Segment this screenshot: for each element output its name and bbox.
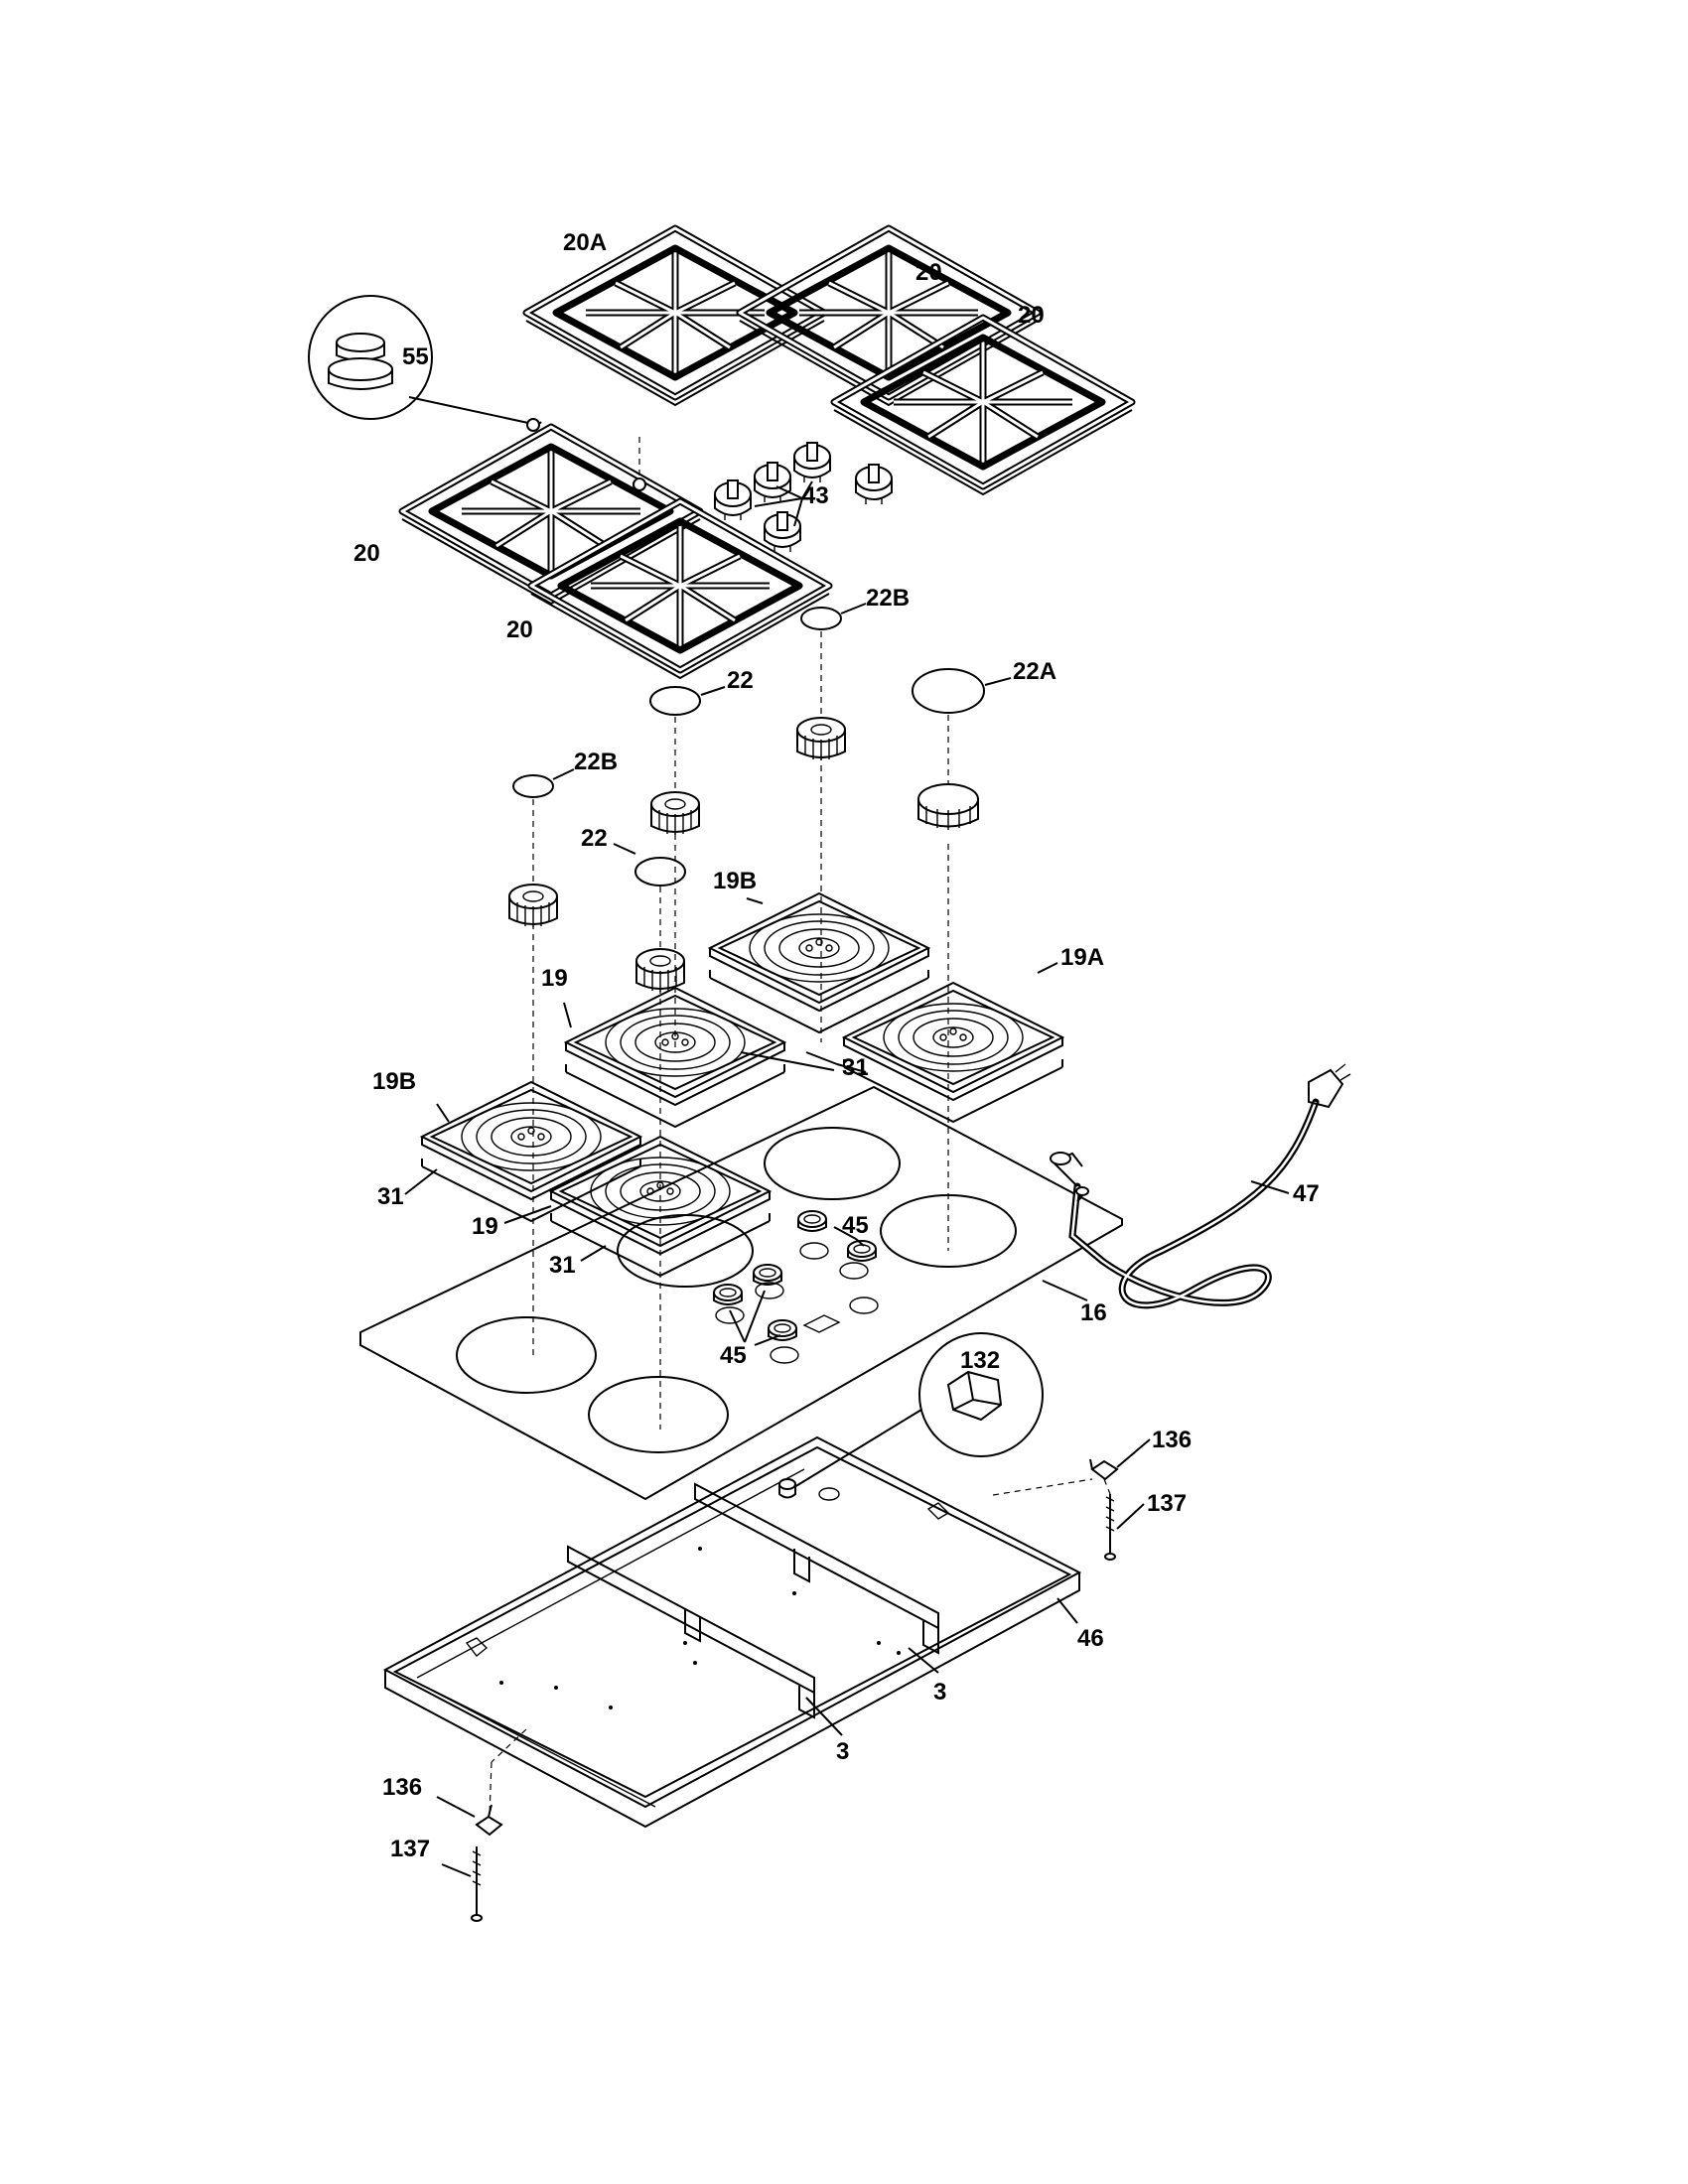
callout-3-left: 3 [836, 1738, 849, 1765]
screw-137-left [441, 1846, 483, 1922]
power-cord-icon [1068, 1098, 1320, 1309]
callout-43: 43 [802, 482, 829, 509]
callout-137-right: 137 [1147, 1490, 1187, 1517]
burner-head-22A [917, 783, 979, 830]
callout-45-bottom: 45 [720, 1342, 747, 1369]
callout-22: 22 [727, 667, 754, 694]
callout-22B-left: 22B [574, 749, 618, 775]
bracket-136-right [1089, 1438, 1151, 1481]
callout-19B-top: 19B [713, 868, 757, 894]
callout-20-top2: 20 [1018, 302, 1045, 329]
callout-137-left: 137 [390, 1836, 430, 1862]
bracket-136-left [436, 1796, 503, 1837]
drip-pan-icon [421, 1081, 641, 1222]
detail-circle-55 [308, 295, 529, 424]
burner-cap-22A [912, 668, 1012, 714]
callout-47: 47 [1293, 1180, 1320, 1207]
callout-20-left1: 20 [353, 540, 380, 567]
callout-19B-left: 19B [372, 1068, 416, 1095]
control-knob-icon [754, 462, 791, 503]
callout-55: 55 [402, 343, 429, 370]
burner-head-icon [796, 717, 846, 761]
burner-cap-22B-left [512, 768, 575, 798]
callout-132: 132 [960, 1347, 1000, 1374]
callout-31-right: 31 [842, 1054, 869, 1081]
callout-22-mid: 22 [581, 825, 608, 852]
burner-cap-22-mid [613, 843, 686, 887]
control-knobs-43 [714, 442, 893, 553]
callout-20A: 20A [563, 229, 607, 256]
burner-head-top [796, 717, 846, 761]
callout-3-right: 3 [933, 1679, 946, 1706]
callout-31-lower: 31 [549, 1252, 576, 1279]
seal-rings-45 [713, 1210, 877, 1346]
burner-cap-22 [649, 686, 726, 716]
control-knob-icon [764, 511, 801, 553]
callout-22B-top: 22B [866, 585, 910, 612]
control-knob-icon [714, 479, 752, 521]
callout-136-left: 136 [382, 1774, 422, 1801]
burner-head-icon [508, 884, 558, 928]
burner-head-left [508, 884, 558, 928]
callout-19A: 19A [1060, 944, 1104, 971]
callout-22A: 22A [1013, 658, 1056, 685]
callout-136-right: 136 [1152, 1427, 1192, 1453]
callout-20-top1: 20 [915, 259, 942, 286]
burner-head-icon [635, 948, 685, 993]
burner-cap-icon [512, 774, 554, 798]
burner-cap-icon [649, 686, 701, 716]
callout-31-left: 31 [377, 1183, 404, 1210]
burner-cap-icon [912, 668, 985, 714]
power-cord-47 [1050, 1063, 1351, 1309]
cooktop-top-16 [359, 1086, 1123, 1500]
callout-45-top: 45 [842, 1212, 869, 1239]
bottom-box-46 [382, 1435, 1093, 1829]
burner-head-icon [917, 783, 979, 815]
control-knob-icon [855, 464, 893, 505]
callout-20-left2: 20 [506, 616, 533, 643]
burner-head-icon [650, 791, 700, 836]
burner-cap-icon [634, 857, 686, 887]
burner-head-22 [650, 791, 700, 836]
screw-137-right [1104, 1494, 1145, 1561]
callout-46: 46 [1077, 1625, 1104, 1652]
detail-circle-132 [793, 1332, 1044, 1488]
grate-foot [526, 418, 646, 491]
burner-cap-22B-top [800, 603, 867, 630]
callout-19-lower: 19 [472, 1213, 498, 1240]
drip-pan-19B-left [421, 1081, 641, 1222]
control-knob-icon [793, 442, 831, 483]
burner-cap-icon [800, 607, 842, 630]
burner-head-mid [635, 948, 685, 993]
callout-16: 16 [1080, 1299, 1107, 1326]
callout-19: 19 [541, 965, 568, 992]
